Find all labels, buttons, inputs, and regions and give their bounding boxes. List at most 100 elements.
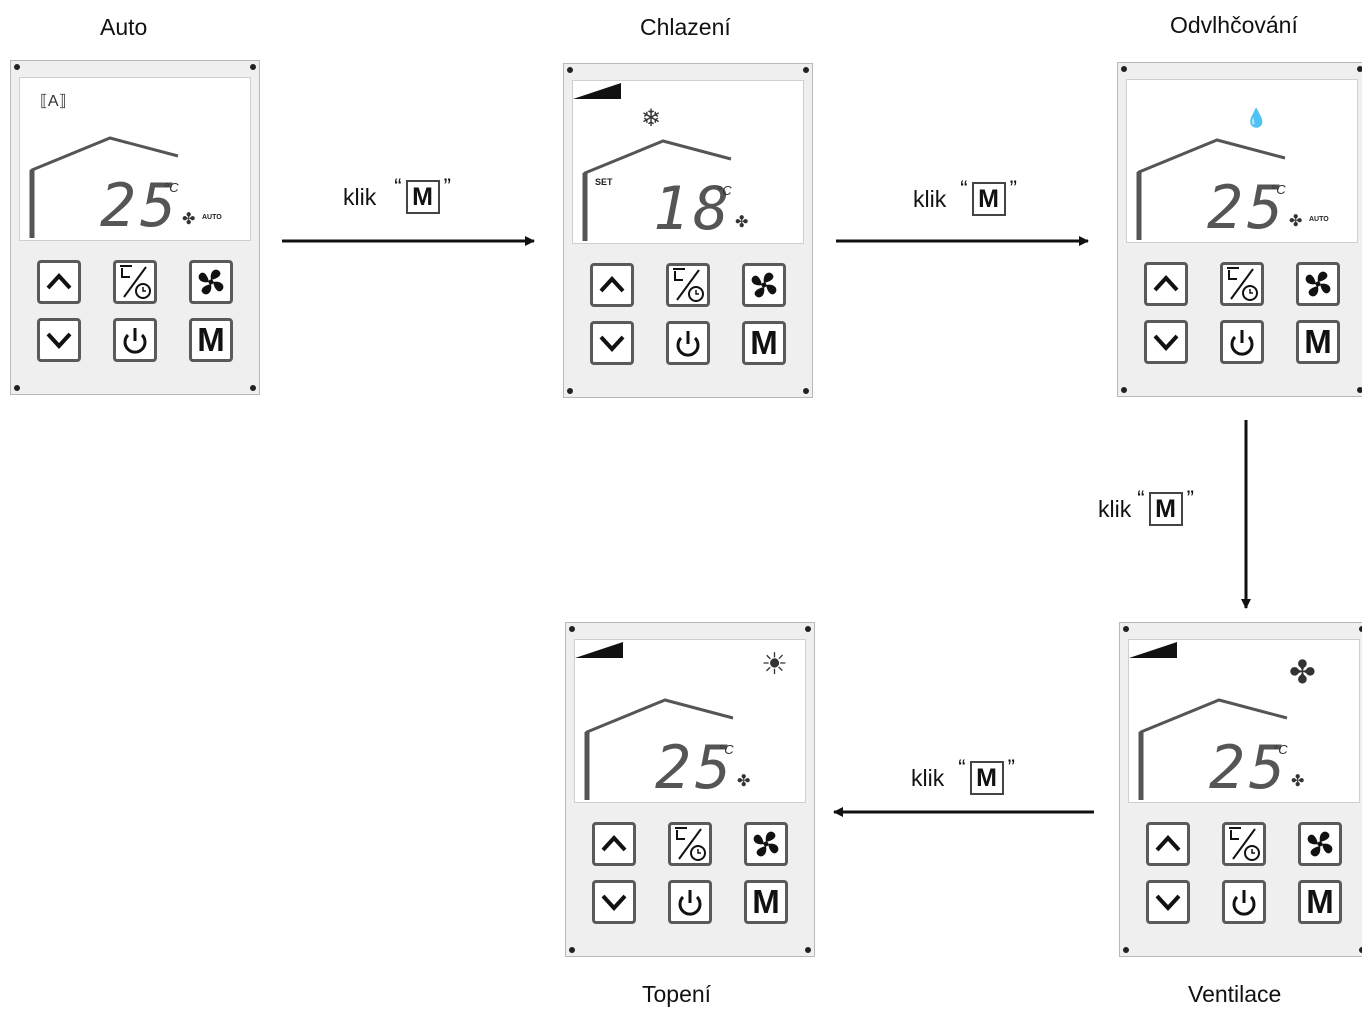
klik-text: klik bbox=[911, 764, 945, 791]
chevron-down-icon bbox=[1155, 894, 1181, 911]
screw-dot bbox=[569, 626, 575, 632]
fan-speed-icon: ✤ bbox=[182, 211, 196, 228]
screw-dot bbox=[1357, 66, 1362, 72]
timer-button[interactable] bbox=[1222, 822, 1266, 866]
chevron-down-icon bbox=[599, 335, 625, 352]
temperature-unit: °C bbox=[1271, 182, 1286, 197]
chevron-down-icon bbox=[1153, 334, 1179, 351]
controller-panel-auto: ⟦A⟧ 25 °C ✤ AUTO bbox=[10, 60, 260, 395]
lcd-screen: ✤ 25 °C ✤ bbox=[1128, 639, 1360, 803]
screw-dot bbox=[1123, 947, 1129, 953]
power-icon bbox=[1230, 330, 1254, 356]
screw-dot bbox=[1123, 626, 1129, 632]
down-button[interactable] bbox=[1146, 880, 1190, 924]
chevron-up-icon bbox=[599, 276, 625, 293]
chevron-down-icon bbox=[46, 332, 72, 349]
screw-dot bbox=[805, 947, 811, 953]
power-button[interactable] bbox=[1222, 880, 1266, 924]
open-quote: “ bbox=[960, 176, 968, 201]
temperature-unit: °C bbox=[719, 742, 734, 757]
timer-icon bbox=[120, 265, 151, 299]
klik-text: klik bbox=[1098, 495, 1132, 522]
title-cooling: Chlazení bbox=[640, 14, 731, 40]
fan-speed-icon: ✤ bbox=[737, 773, 751, 790]
fan-auto-label: AUTO bbox=[202, 214, 222, 221]
timer-button[interactable] bbox=[113, 260, 157, 304]
controller-panel-cooling: ❄ SET 18 °C ✤ bbox=[563, 63, 813, 398]
title-heating: Topení bbox=[642, 981, 712, 1007]
transition-label-3: klik “ M ” bbox=[1098, 486, 1198, 526]
timer-button[interactable] bbox=[666, 263, 710, 307]
mode-m-button[interactable]: M bbox=[1296, 320, 1340, 364]
screw-dot bbox=[805, 626, 811, 632]
droplet-icon: 💧 bbox=[1245, 108, 1268, 128]
transition-label-4: klik “ M ” bbox=[911, 755, 1019, 795]
timer-icon bbox=[1227, 267, 1258, 301]
down-button[interactable] bbox=[590, 321, 634, 365]
timer-button[interactable] bbox=[668, 822, 712, 866]
down-button[interactable] bbox=[592, 880, 636, 924]
temperature-unit: °C bbox=[1273, 742, 1288, 757]
timer-button[interactable] bbox=[1220, 262, 1264, 306]
transition-label-2: klik “ M ” bbox=[913, 176, 1021, 216]
mode-m-button[interactable]: M bbox=[742, 321, 786, 365]
close-quote: ” bbox=[1009, 176, 1017, 201]
up-button[interactable] bbox=[37, 260, 81, 304]
screw-dot bbox=[14, 64, 20, 70]
screw-dot bbox=[803, 67, 809, 73]
fan-button[interactable] bbox=[742, 263, 786, 307]
timer-icon bbox=[1229, 827, 1260, 861]
up-button[interactable] bbox=[592, 822, 636, 866]
title-dehumidify: Odvlhčování bbox=[1170, 12, 1298, 38]
set-label: SET bbox=[595, 177, 613, 187]
fan-level-bars-icon bbox=[1129, 642, 1177, 658]
down-button[interactable] bbox=[37, 318, 81, 362]
power-button[interactable] bbox=[113, 318, 157, 362]
up-button[interactable] bbox=[1144, 262, 1188, 306]
fan-button[interactable] bbox=[1298, 822, 1342, 866]
lcd-screen: ☀ 25 °C ✤ bbox=[574, 639, 806, 803]
chevron-up-icon bbox=[601, 835, 627, 852]
lcd-screen: ❄ SET 18 °C ✤ bbox=[572, 80, 804, 244]
open-quote: “ bbox=[394, 174, 402, 199]
fan-icon: ✤ bbox=[1289, 654, 1316, 690]
lcd-screen: 💧 25 °C ✤ AUTO bbox=[1126, 79, 1358, 243]
screw-dot bbox=[14, 385, 20, 391]
controller-panel-heating: ☀ 25 °C ✤ bbox=[565, 622, 815, 957]
temperature-display: 18 bbox=[653, 174, 734, 244]
power-button[interactable] bbox=[668, 880, 712, 924]
m-key-icon: M bbox=[971, 182, 1006, 216]
power-button[interactable] bbox=[666, 321, 710, 365]
controller-panel-dehumidify: 💧 25 °C ✤ AUTO bbox=[1117, 62, 1362, 397]
fan-button[interactable] bbox=[744, 822, 788, 866]
chevron-down-icon bbox=[601, 894, 627, 911]
fan-button[interactable] bbox=[1296, 262, 1340, 306]
house-outline-icon bbox=[1138, 698, 1288, 800]
fan-icon bbox=[751, 272, 777, 298]
close-quote: ” bbox=[1007, 755, 1015, 780]
screw-dot bbox=[1359, 626, 1362, 632]
temperature-unit: °C bbox=[164, 180, 179, 195]
down-button[interactable] bbox=[1144, 320, 1188, 364]
fan-auto-label: AUTO bbox=[1309, 216, 1329, 223]
power-button[interactable] bbox=[1220, 320, 1264, 364]
fan-icon bbox=[198, 269, 224, 295]
mode-m-button[interactable]: M bbox=[189, 318, 233, 362]
mode-m-button[interactable]: M bbox=[744, 880, 788, 924]
mode-m-button[interactable]: M bbox=[1298, 880, 1342, 924]
fan-button[interactable] bbox=[189, 260, 233, 304]
fan-level-bars-icon bbox=[575, 642, 623, 658]
power-icon bbox=[676, 331, 700, 357]
up-button[interactable] bbox=[590, 263, 634, 307]
fan-speed-icon: ✤ bbox=[1291, 773, 1305, 790]
klik-text: klik bbox=[343, 183, 377, 210]
timer-icon bbox=[673, 268, 704, 302]
power-icon bbox=[1232, 890, 1256, 916]
m-key-icon: M bbox=[1148, 492, 1183, 526]
screw-dot bbox=[1357, 387, 1362, 393]
close-quote: ” bbox=[1186, 486, 1194, 511]
chevron-up-icon bbox=[46, 273, 72, 290]
fan-speed-icon: ✤ bbox=[1289, 213, 1303, 230]
up-button[interactable] bbox=[1146, 822, 1190, 866]
